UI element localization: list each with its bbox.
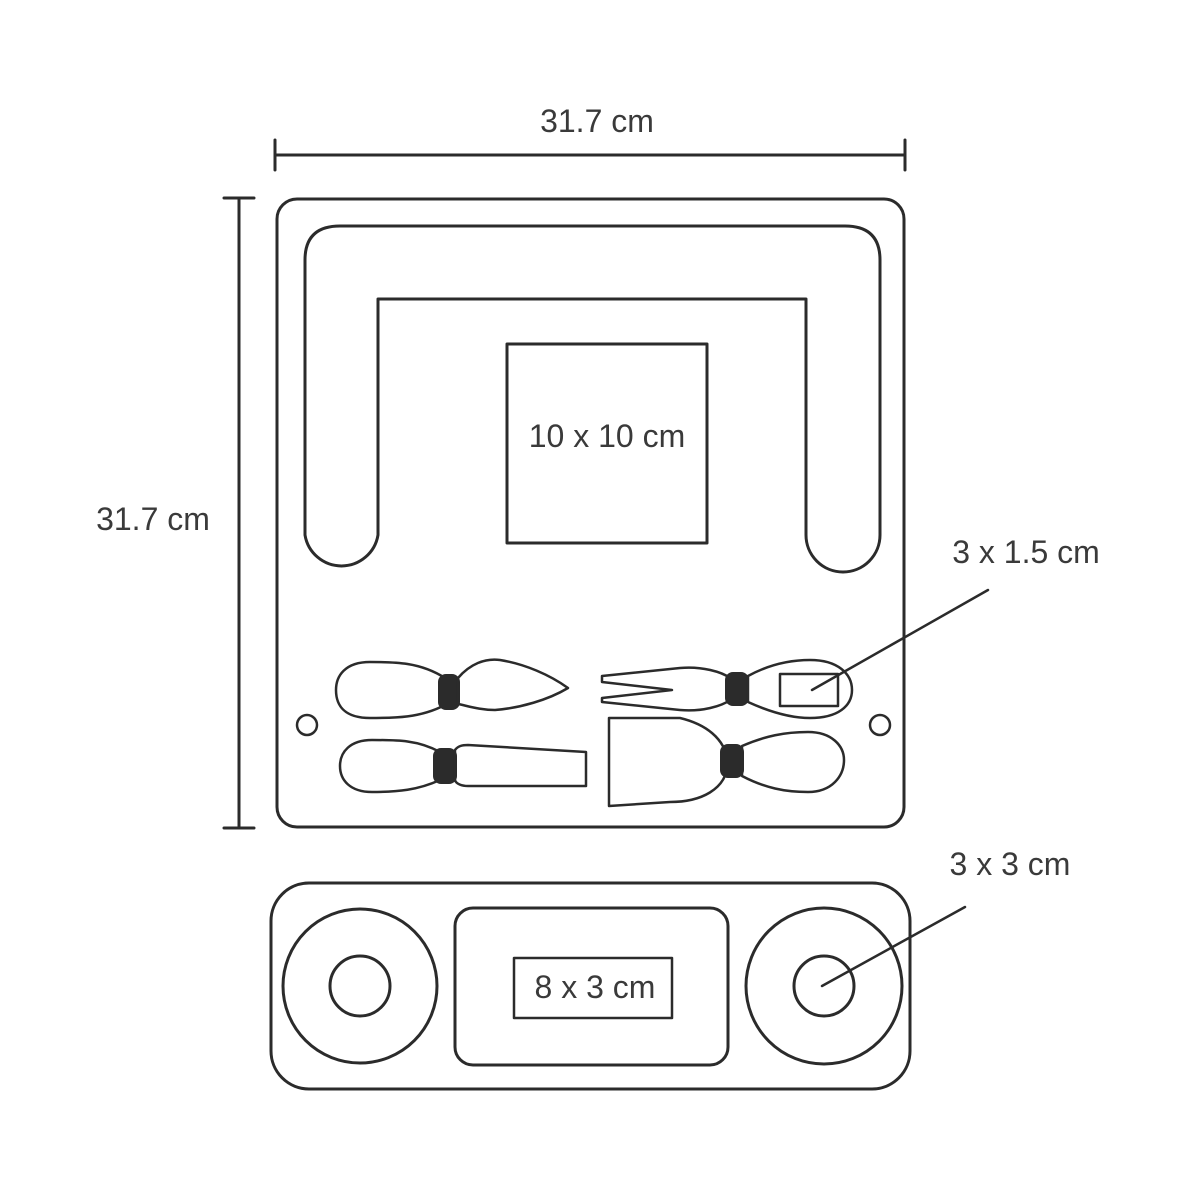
knife-bolster xyxy=(438,674,460,710)
width-label: 31.7 cm xyxy=(540,103,654,139)
dish-right-inner xyxy=(792,954,856,1018)
height-label: 31.7 cm xyxy=(96,501,210,537)
shovel-bolster xyxy=(720,744,744,778)
knife-handle xyxy=(334,660,447,720)
small-slot-leader-line xyxy=(810,588,990,692)
shovel-blade xyxy=(607,716,730,808)
dish-right-outer xyxy=(744,906,904,1066)
cleaver-bolster xyxy=(433,748,457,784)
mounting-hole-left xyxy=(295,713,319,737)
mounting-hole-right xyxy=(868,713,892,737)
round-dish-label: 3 x 3 cm xyxy=(950,846,1071,882)
knife-blade xyxy=(456,658,570,712)
small-slot-label: 3 x 1.5 cm xyxy=(952,534,1100,570)
center-square-label: 10 x 10 cm xyxy=(529,418,686,454)
center-tray-label: 8 x 3 cm xyxy=(535,969,656,1005)
fork-handle xyxy=(746,658,854,720)
tray-outline xyxy=(269,881,912,1091)
round-dish-leader-line xyxy=(820,905,967,988)
dish-left-outer xyxy=(281,907,439,1065)
knife-fork xyxy=(600,658,854,720)
u-groove xyxy=(303,224,882,574)
knife-pointed-spreader xyxy=(334,658,570,720)
cleaver-blade xyxy=(453,743,588,788)
board-outline xyxy=(275,197,906,829)
width-dimension: 31.7 cm xyxy=(273,103,907,172)
dish-left-inner xyxy=(328,954,392,1018)
center-square xyxy=(505,342,709,545)
lower-tray: 8 x 3 cm 3 x 3 cm xyxy=(269,846,1071,1091)
fork-bolster xyxy=(725,672,749,706)
cleaver-handle xyxy=(338,738,442,794)
knife-flat-cleaver xyxy=(338,738,588,794)
center-tray-inner xyxy=(512,956,674,1020)
main-board: 10 x 10 cm 3 x xyxy=(275,197,1100,829)
center-compartment xyxy=(453,906,730,1067)
shovel-handle xyxy=(740,730,846,794)
height-dimension: 31.7 cm xyxy=(96,196,256,830)
small-slot xyxy=(778,672,840,708)
fork-tines xyxy=(600,666,732,712)
knife-shovel xyxy=(607,716,846,808)
